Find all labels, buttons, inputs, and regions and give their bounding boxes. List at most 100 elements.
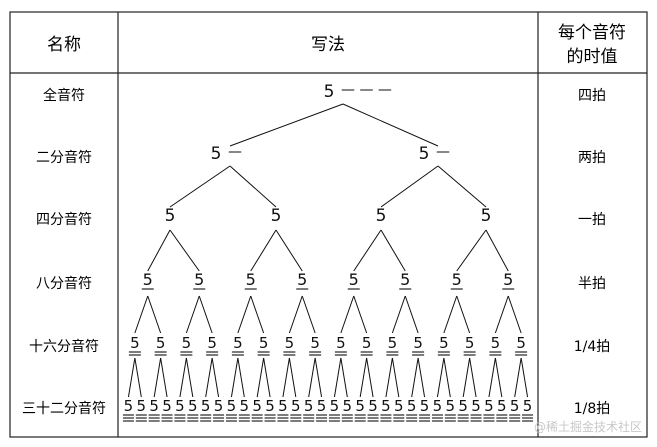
note-3-2: 5 <box>271 206 282 226</box>
note-5-16: 5 <box>516 334 526 352</box>
tree-branch <box>411 357 419 398</box>
tree-branch <box>514 357 522 398</box>
table-grid <box>9 11 648 438</box>
note-5-1: 5 <box>130 334 140 352</box>
tree-branch <box>229 165 277 208</box>
note-6-3: 5 <box>149 397 159 415</box>
note-5-9: 5 <box>336 334 346 352</box>
note-6-5: 5 <box>175 397 185 415</box>
tree-branch <box>153 357 162 398</box>
note-6-2: 5 <box>137 397 147 415</box>
note-6-26: 5 <box>446 397 456 415</box>
duration-dashes: — — — <box>341 82 392 98</box>
note-4-6: 5 <box>400 270 410 289</box>
tree-branch <box>147 229 171 272</box>
tree-branch <box>134 357 142 398</box>
note-6-15: 5 <box>304 397 314 415</box>
header-notation: 写法 <box>311 35 345 55</box>
note-5-8: 5 <box>310 334 320 352</box>
row-beats-half: 两拍 <box>578 150 606 166</box>
note-2-2: 5 <box>419 144 430 164</box>
tree-branch <box>353 295 368 334</box>
note-3-3: 5 <box>376 206 387 226</box>
watermark-text: @稀土掘金技术社区 <box>534 419 642 434</box>
note-5-6: 5 <box>259 334 269 352</box>
note-6-9: 5 <box>227 397 237 415</box>
note-5-11: 5 <box>388 334 398 352</box>
note-4-8: 5 <box>503 270 513 289</box>
note-6-17: 5 <box>330 397 340 415</box>
tree-branch <box>230 357 239 398</box>
note-4-1: 5 <box>143 270 153 289</box>
note-6-7: 5 <box>201 397 211 415</box>
note-5-12: 5 <box>413 334 423 352</box>
tree-branch <box>250 295 265 334</box>
row-name-quarter: 四分音符 <box>36 211 92 228</box>
row-beats-sixteenth: 1/4拍 <box>574 339 611 355</box>
tree-branch <box>488 357 496 398</box>
note-5-7: 5 <box>285 334 295 352</box>
note-6-6: 5 <box>188 397 198 415</box>
tree-branch <box>342 103 439 147</box>
row-name-whole: 全音符 <box>43 87 85 104</box>
note-5-14: 5 <box>465 334 475 352</box>
row-name-eighth: 八分音符 <box>36 275 92 292</box>
tree-branch <box>391 357 400 398</box>
header-beats-line1: 每个音符 <box>558 23 626 43</box>
tree-branch <box>301 295 316 334</box>
note-6-11: 5 <box>252 397 262 415</box>
note-1-1: 5 <box>324 82 335 102</box>
tree-branch <box>198 295 213 334</box>
tree-branch <box>314 357 323 398</box>
tree-branch <box>229 103 344 147</box>
row-name-thirty-second: 三十二分音符 <box>22 400 106 417</box>
tree-branch <box>211 357 220 398</box>
row-beats-thirty-second: 1/8拍 <box>574 401 611 417</box>
tree-branch <box>443 357 451 398</box>
tree-branch <box>340 295 355 334</box>
tree-branch <box>437 165 487 208</box>
note-6-18: 5 <box>343 397 353 415</box>
note-6-27: 5 <box>458 397 468 415</box>
tree-branch <box>288 295 303 334</box>
note-6-14: 5 <box>291 397 301 415</box>
tree-branch <box>380 229 406 272</box>
tree-branch <box>462 357 471 398</box>
row-name-half: 二分音符 <box>36 149 92 166</box>
row-beats-eighth: 半拍 <box>578 276 606 292</box>
tree-branch <box>494 357 503 398</box>
note-6-28: 5 <box>471 397 481 415</box>
tree-branch <box>185 357 194 398</box>
tree-branch <box>404 295 419 334</box>
tree-branch <box>160 357 168 398</box>
tree-branch <box>256 357 265 398</box>
note-5-2: 5 <box>156 334 166 352</box>
tree-branch <box>237 295 252 334</box>
tree-branch <box>366 357 374 398</box>
duration-dashes: — <box>228 144 242 160</box>
note-6-8: 5 <box>214 397 224 415</box>
note-4-2: 5 <box>194 270 204 289</box>
tree-branch <box>275 229 303 272</box>
note-6-1: 5 <box>124 397 134 415</box>
tree-branch <box>436 357 445 398</box>
note-6-30: 5 <box>497 397 507 415</box>
note-6-31: 5 <box>510 397 520 415</box>
tree-branch <box>134 295 149 334</box>
tree-branch <box>520 357 529 398</box>
tree-branch <box>485 229 509 272</box>
header-beats-line2: 的时值 <box>567 47 618 67</box>
tree-branch <box>205 357 213 398</box>
tree-branch <box>507 295 522 334</box>
note-6-29: 5 <box>484 397 494 415</box>
note-6-20: 5 <box>368 397 378 415</box>
tree-branch <box>179 357 187 398</box>
tree-branch <box>469 357 477 398</box>
note-2-1: 5 <box>211 144 222 164</box>
tree-branch <box>391 295 406 334</box>
note-3-4: 5 <box>481 206 492 226</box>
tree-branch <box>263 357 271 398</box>
note-5-10: 5 <box>362 334 372 352</box>
tree-branch <box>353 229 382 272</box>
